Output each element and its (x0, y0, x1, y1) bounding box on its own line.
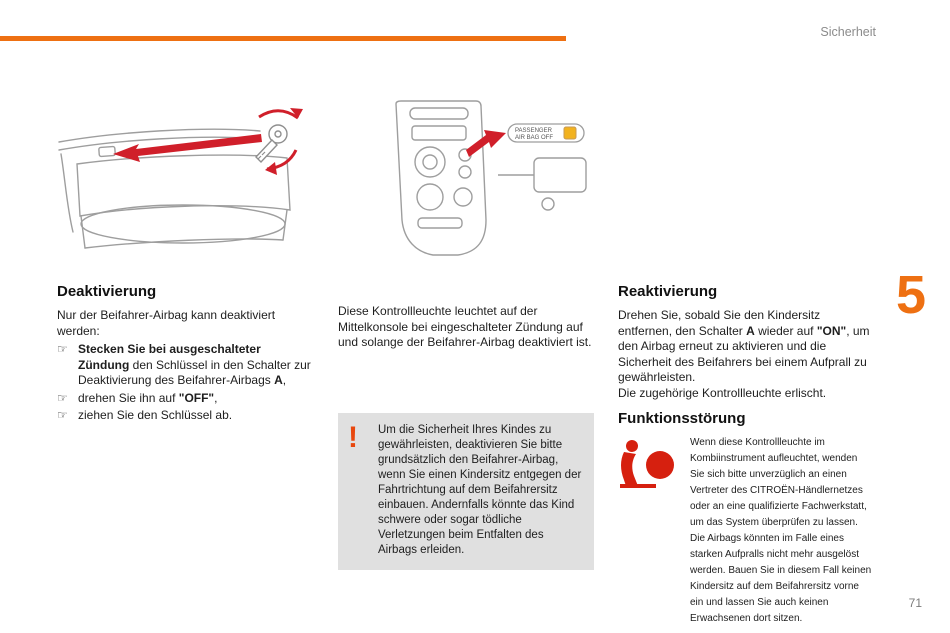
pointer-hand-icon: ☞ (57, 408, 68, 422)
list-item-text: Stecken Sie bei ausgeschalteter Zündung … (78, 342, 311, 387)
section-deaktivierung: Deaktivierung Nur der Beifahrer-Airbag k… (57, 283, 315, 424)
warning-box: ! Um die Sicherheit Ihres Kindes zu gewä… (338, 413, 594, 570)
illustration-console-indicator: PASSENGER AIR BAG OFF (338, 100, 593, 260)
list-item: ☞ drehen Sie ihn auf "OFF", (57, 391, 315, 407)
exclamation-icon: ! (348, 421, 358, 454)
deaktivierung-intro: Nur der Beifahrer-Airbag kann deaktivier… (57, 308, 276, 338)
console-outline (395, 100, 587, 256)
list-item: ☞ Stecken Sie bei ausgeschalteter Zündun… (57, 342, 315, 389)
key-icon (255, 124, 288, 164)
label-line2: AIR BAG OFF (515, 135, 553, 141)
reaktivierung-text2: Die zugehörige Kontrollleuchte erlischt. (618, 385, 827, 400)
list-item: ☞ ziehen Sie den Schlüssel ab. (57, 408, 315, 424)
pointer-hand-icon: ☞ (57, 390, 68, 405)
section-title-deaktivierung: Deaktivierung (57, 283, 157, 300)
kontrollleuchte-text: Diese Kontrollleuchte leuchtet auf der M… (338, 304, 592, 349)
illustration-glovebox-switch (55, 98, 305, 268)
passenger-airbag-off-label: PASSENGER AIR BAG OFF (507, 123, 585, 143)
dashboard-outline (58, 128, 291, 249)
label-line1: PASSENGER (515, 128, 553, 134)
section-title-funktionsstoerung: Funktionsstörung (618, 410, 746, 427)
list-item-text: drehen Sie ihn auf "OFF", (78, 390, 218, 405)
section-title-reaktivierung: Reaktivierung (618, 283, 718, 300)
reaktivierung-text: Drehen Sie, sobald Sie den Kindersitz en… (618, 308, 870, 384)
section-header-label: Sicherheit (820, 25, 876, 39)
section-reaktivierung: Reaktivierung Drehen Sie, sobald Sie den… (618, 283, 872, 627)
funktionsstoerung-text: Wenn diese Kontrollleuchte im Kombiinstr… (690, 437, 872, 624)
pointer-hand-icon: ☞ (57, 342, 68, 356)
airbag-warning-icon (618, 435, 680, 627)
malfunction-block: Wenn diese Kontrollleuchte im Kombiinstr… (618, 435, 872, 627)
console-drawing: PASSENGER AIR BAG OFF (395, 100, 587, 256)
chapter-number: 5 (895, 265, 926, 325)
list-item-text: ziehen Sie den Schlüssel ab. (78, 408, 233, 422)
section-kontrollleuchte: Diese Kontrollleuchte leuchtet auf der M… (338, 304, 594, 351)
header-accent-bar (0, 36, 566, 41)
page-number: 71 (908, 596, 922, 610)
glovebox-drawing (58, 108, 303, 249)
warning-text: Um die Sicherheit Ihres Kindes zu gewähr… (378, 424, 582, 556)
red-arrow-icon (113, 108, 303, 175)
airbag-off-lamp-icon (563, 126, 577, 140)
red-arrow-icon (466, 130, 506, 157)
